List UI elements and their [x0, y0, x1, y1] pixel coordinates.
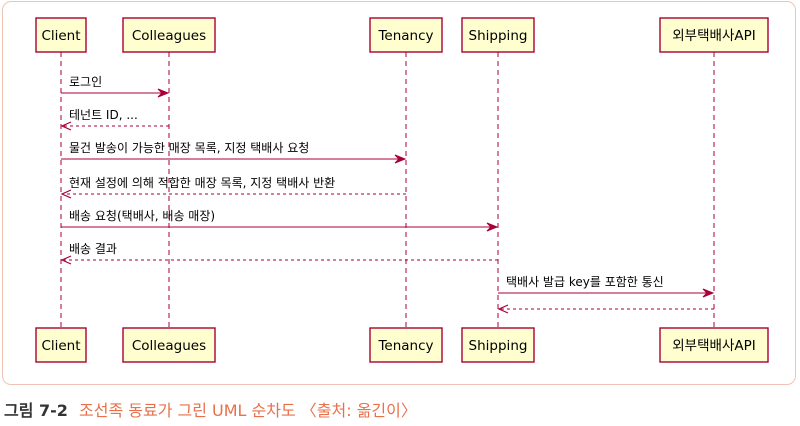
participant-label-colleagues-top: Colleagues [132, 28, 206, 44]
message-label-2: 물건 발송이 가능한 매장 목록, 지정 택배사 요청 [69, 141, 309, 155]
arrowhead-filled-4 [486, 222, 499, 232]
participant-label-tenancy-bottom: Tenancy [377, 338, 433, 354]
sequence-diagram: ClientClientColleaguesColleaguesTenancyT… [35, 17, 769, 363]
caption-text: 조선족 동료가 그린 UML 순차도 〈출처: 옮긴이〉 [79, 401, 417, 420]
message-label-5: 배송 결과 [69, 242, 117, 256]
message-label-3: 현재 설정에 의해 적합한 매장 목록, 지정 택배사 반환 [69, 176, 335, 190]
participant-box-external-top [659, 17, 769, 53]
participant-box-shipping-top [461, 17, 535, 53]
message-label-1: 테넌트 ID, ... [69, 108, 138, 122]
participant-box-colleagues-bottom [122, 327, 216, 363]
arrowhead-open-7 [497, 304, 509, 314]
participant-label-tenancy-top: Tenancy [377, 28, 433, 44]
participant-box-shipping-bottom [461, 327, 535, 363]
participant-label-client-top: Client [41, 28, 80, 44]
participant-box-tenancy-top [369, 17, 443, 53]
message-label-0: 로그인 [69, 75, 102, 89]
participant-label-external-bottom: 외부택배사API [672, 338, 755, 354]
arrowhead-open-1 [60, 121, 72, 131]
participant-label-client-bottom: Client [41, 338, 80, 354]
participant-label-colleagues-bottom: Colleagues [132, 338, 206, 354]
figure-caption: 그림 7-2 조선족 동료가 그린 UML 순차도 〈출처: 옮긴이〉 [4, 401, 417, 421]
participant-label-external-top: 외부택배사API [672, 28, 755, 44]
participant-label-shipping-bottom: Shipping [469, 338, 528, 354]
arrowhead-filled-6 [702, 288, 715, 298]
message-label-6: 택배사 발급 key를 포함한 통신 [506, 275, 664, 289]
participant-box-external-bottom [659, 327, 769, 363]
message-label-4: 배송 요청(택배사, 배송 매장) [69, 209, 215, 223]
participant-box-client-bottom [35, 327, 87, 363]
participant-label-shipping-top: Shipping [469, 28, 528, 44]
participant-box-client-top [35, 17, 87, 53]
arrowhead-filled-0 [157, 88, 170, 98]
arrowhead-open-3 [60, 189, 72, 199]
participant-box-colleagues-top [122, 17, 216, 53]
caption-number: 그림 7-2 [4, 401, 68, 420]
participant-box-tenancy-bottom [369, 327, 443, 363]
arrowhead-open-5 [60, 255, 72, 265]
arrowhead-filled-2 [394, 154, 407, 164]
